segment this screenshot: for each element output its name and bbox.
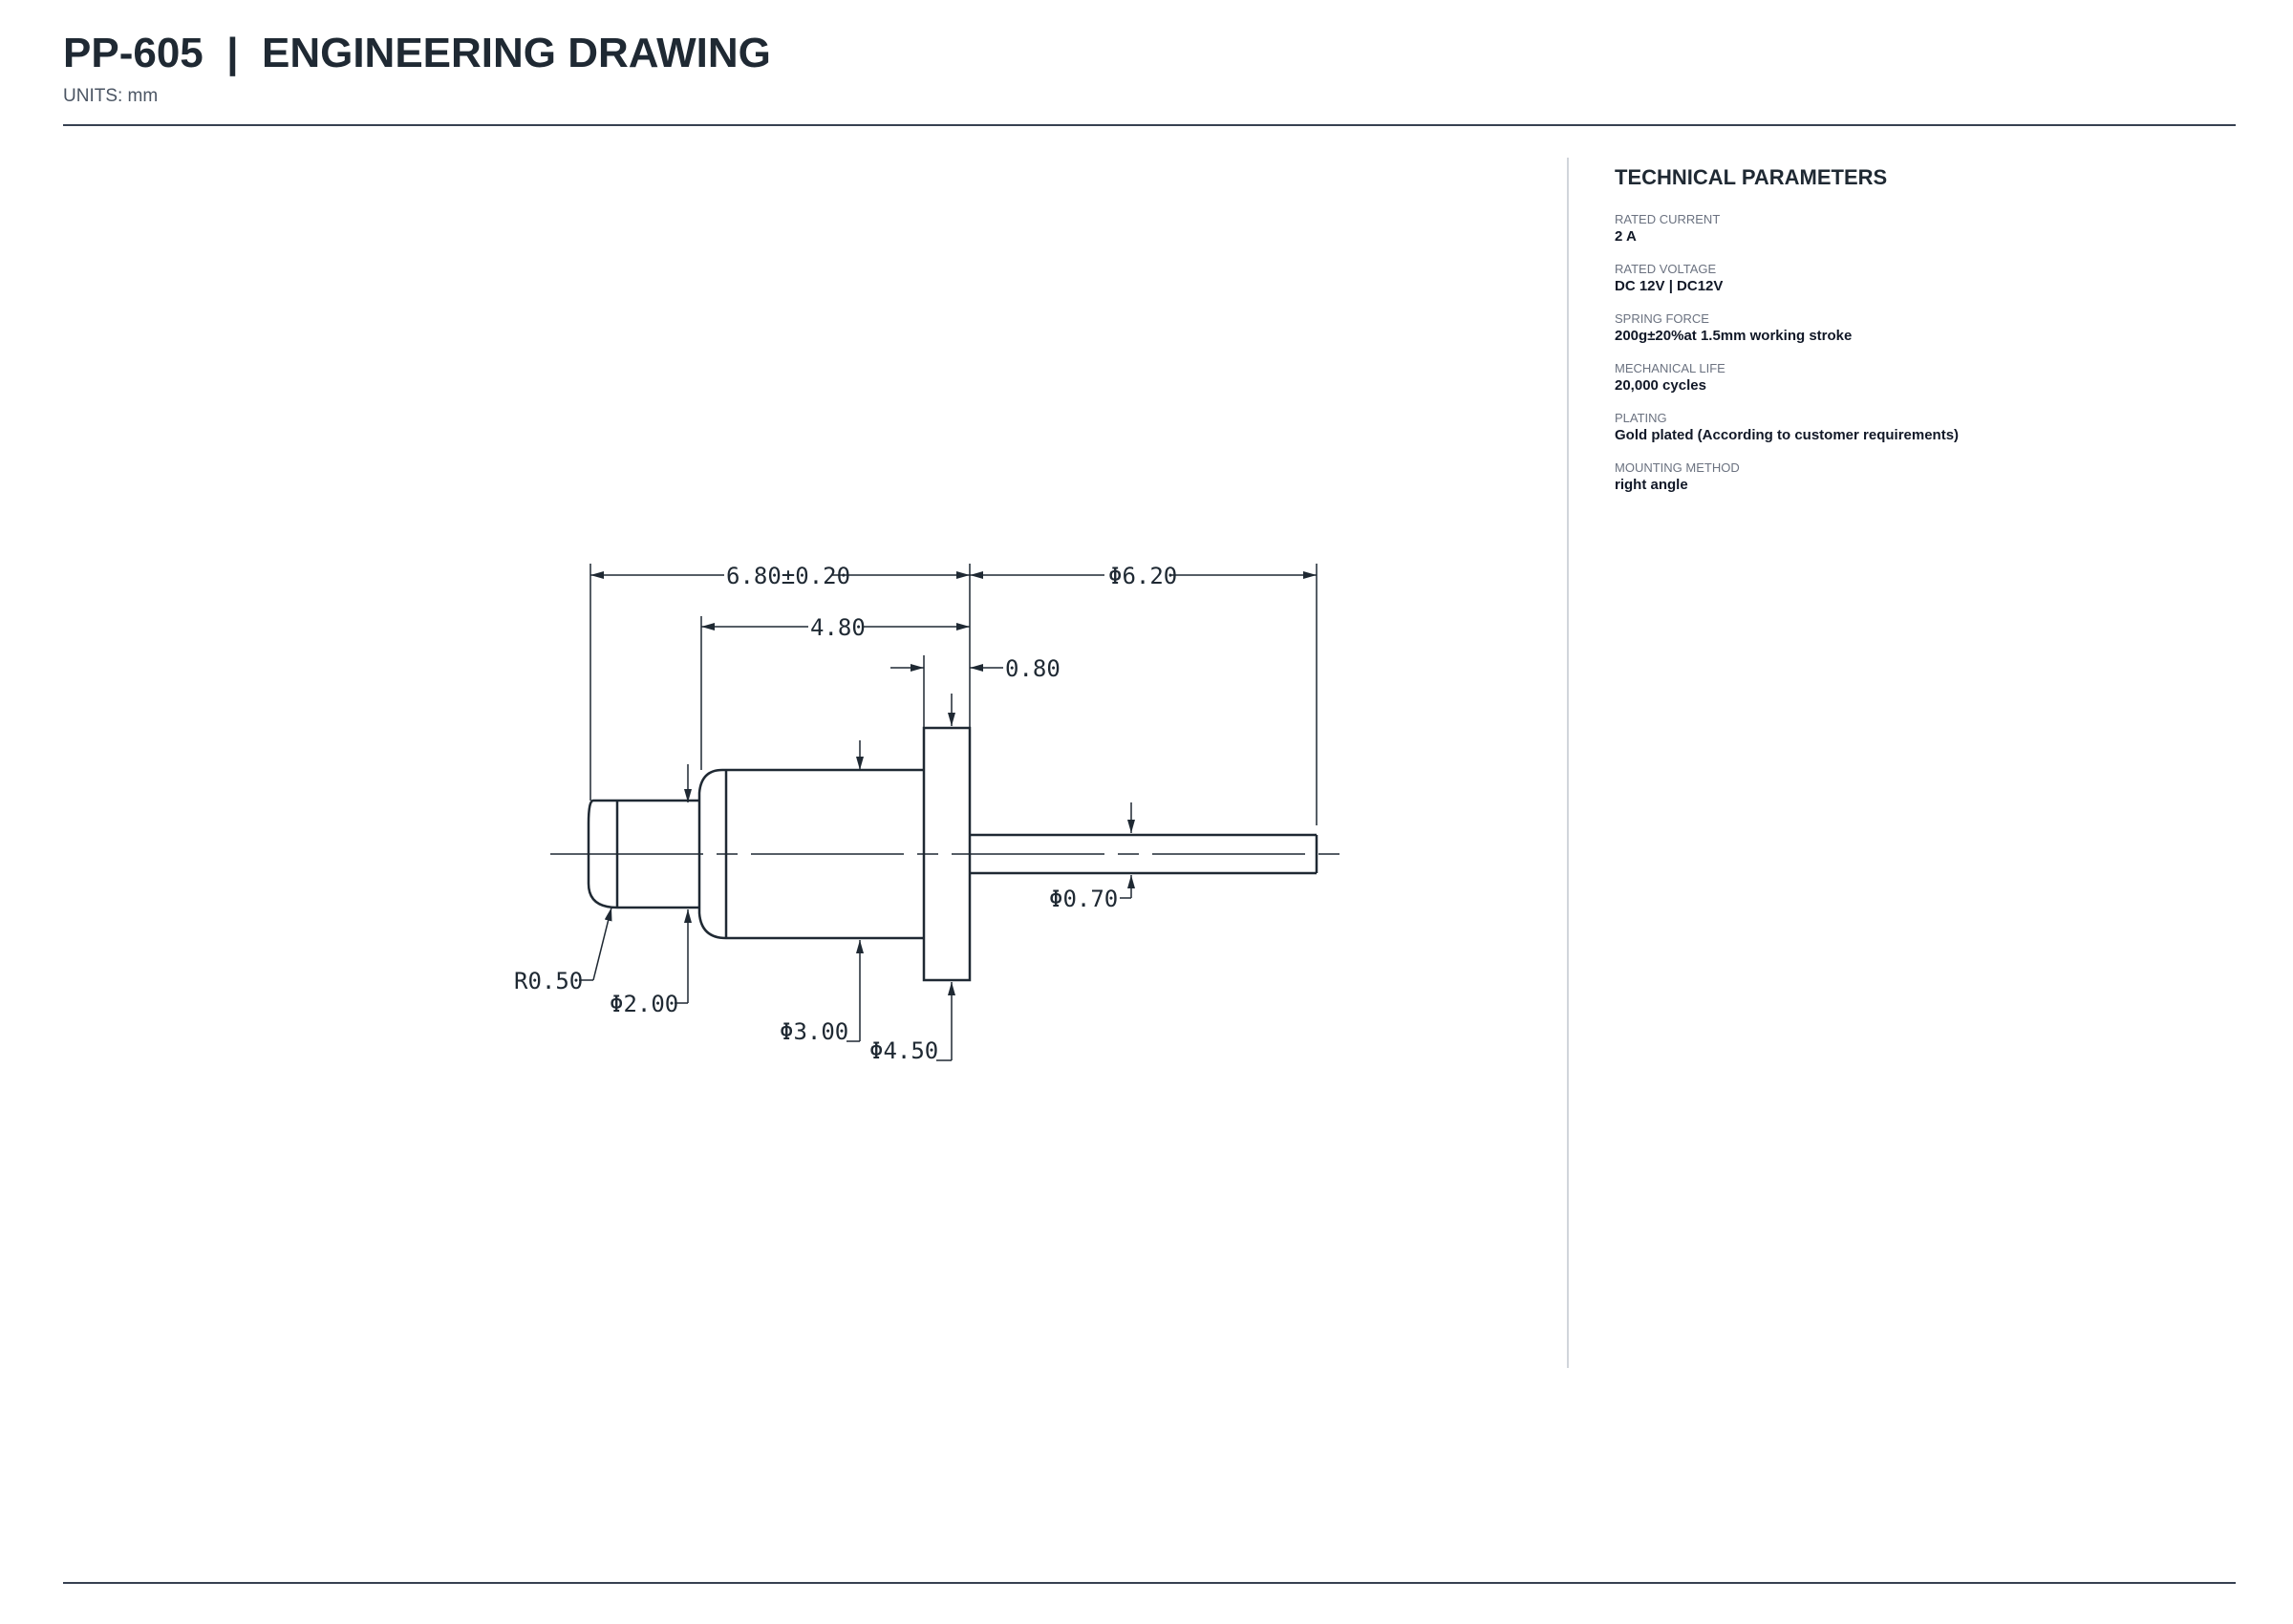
param-label: SPRING FORCE: [1615, 311, 1709, 326]
param-value: DC 12V | DC12V: [1615, 278, 1724, 294]
param-label: PLATING: [1615, 411, 1667, 425]
dim-plunger-dia: Φ2.00: [610, 991, 678, 1017]
drawing-canvas: 6.80±0.20 Φ6.20 4.80 0.80 R0.50 Φ2.00 Φ3…: [514, 563, 1353, 1064]
param-rated-voltage: RATED VOLTAGE DC 12V | DC12V: [1615, 262, 2226, 295]
param-value: right angle: [1615, 477, 1688, 493]
param-value: 200g±20%at 1.5mm working stroke: [1615, 328, 1853, 344]
param-label: RATED VOLTAGE: [1615, 262, 1717, 276]
param-plating: PLATING Gold plated (According to custom…: [1615, 411, 2226, 444]
dim-body-length: 4.80: [810, 614, 866, 641]
page-title: PP-605 | ENGINEERING DRAWING: [63, 30, 771, 76]
units-label: UNITS: mm: [63, 86, 159, 106]
technical-parameters-panel: TECHNICAL PARAMETERS RATED CURRENT 2 A R…: [1615, 164, 2226, 510]
param-spring-force: SPRING FORCE 200g±20%at 1.5mm working st…: [1615, 311, 2226, 345]
dim-barrel-dia: Φ3.00: [780, 1018, 848, 1045]
param-label: MOUNTING METHOD: [1615, 460, 1740, 475]
param-value: 20,000 cycles: [1615, 377, 1706, 394]
dim-flange-dia: Φ4.50: [869, 1037, 938, 1064]
params-title: TECHNICAL PARAMETERS: [1615, 165, 1888, 189]
param-label: RATED CURRENT: [1615, 212, 1721, 226]
dim-tip-radius: R0.50: [514, 968, 583, 994]
dim-flange-thickness: 0.80: [1005, 655, 1061, 682]
header: PP-605 | ENGINEERING DRAWING UNITS: mm: [63, 29, 2236, 107]
param-label: MECHANICAL LIFE: [1615, 361, 1725, 375]
param-mechanical-life: MECHANICAL LIFE 20,000 cycles: [1615, 361, 2226, 395]
dim-tail-dia: Φ0.70: [1049, 886, 1118, 912]
pin-outline: [587, 726, 1318, 982]
dim-tail-length: Φ6.20: [1108, 563, 1177, 589]
param-rated-current: RATED CURRENT 2 A: [1615, 212, 2226, 246]
header-divider: [63, 124, 2236, 126]
engineering-drawing: 6.80±0.20 Φ6.20 4.80 0.80 R0.50 Φ2.00 Φ3…: [63, 143, 1554, 1385]
dimension-lines: [579, 571, 1317, 1061]
param-value: 2 A: [1615, 228, 1637, 245]
param-mounting-method: MOUNTING METHOD right angle: [1615, 460, 2226, 494]
panel-divider: [1567, 158, 1569, 1368]
param-value: Gold plated (According to customer requi…: [1615, 427, 1960, 443]
dim-overall-length: 6.80±0.20: [726, 563, 850, 589]
footer-divider: [63, 1582, 2236, 1584]
